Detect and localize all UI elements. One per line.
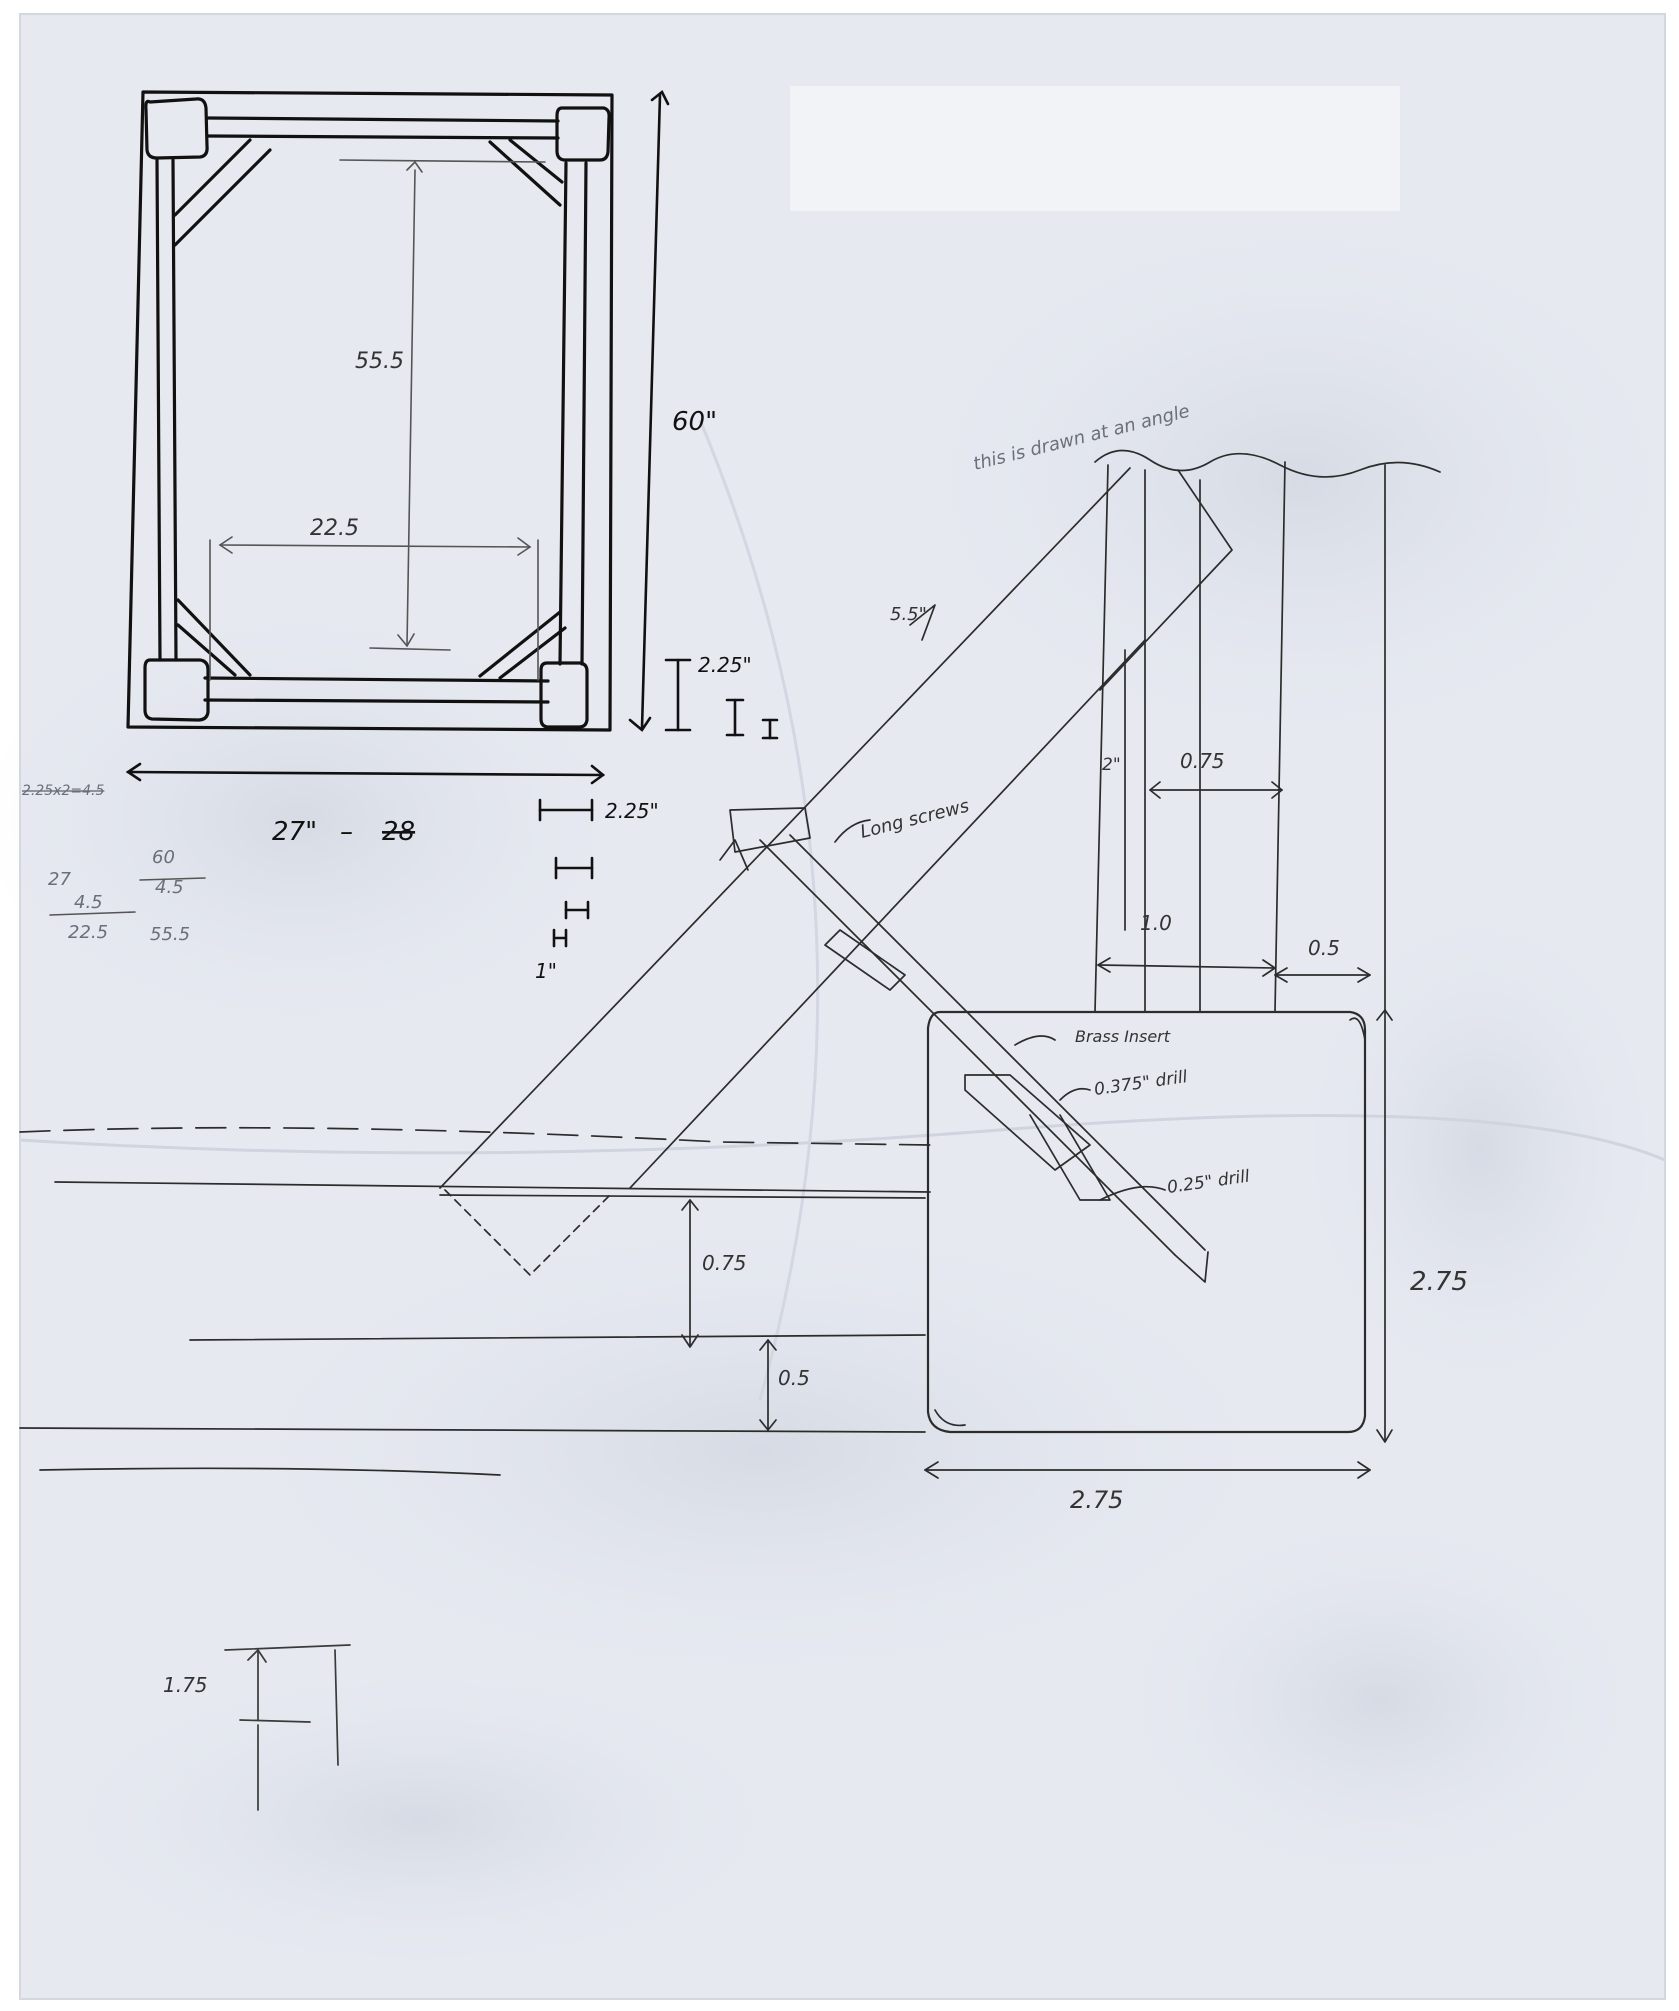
small-dim-label: 1" <box>535 959 557 983</box>
screw-depth-label: 2" <box>1102 755 1121 775</box>
post-width-label: 2.25" <box>605 799 659 823</box>
post-size-label: 2.25" <box>698 653 752 677</box>
outer-width-label: 27" <box>272 817 317 847</box>
inner-width-label: 22.5 <box>310 516 359 541</box>
frame-plan-dimensions <box>125 89 779 948</box>
calc-a-3: 22.5 <box>68 922 108 943</box>
rail-thickness-label: 0.75 <box>1180 749 1225 773</box>
offset-2-label: 0.5 <box>1308 936 1340 960</box>
brass-insert-label: Brass Insert <box>1075 1027 1171 1046</box>
corner-post-bl <box>143 658 210 722</box>
inner-length-label: 55.5 <box>355 349 404 374</box>
paper-background <box>0 13 1679 2000</box>
calc-a-1: 27 <box>48 869 71 890</box>
post-width-bottom-label: 2.75 <box>1070 1486 1123 1514</box>
calc-b-2: 4.5 <box>155 877 184 898</box>
calc-b-1: 60 <box>152 847 175 868</box>
outer-length-label: 60" <box>672 407 717 437</box>
corner-dim-label: 1.75 <box>163 1673 208 1697</box>
rail-height-label: 0.75 <box>702 1251 747 1275</box>
frame-plan-sketch <box>126 90 614 732</box>
frame-inner-dimensions <box>49 159 546 916</box>
corner-post-tr <box>555 106 611 162</box>
detail-sketch <box>19 449 1441 1479</box>
rail-gap-label: 0.5 <box>778 1366 810 1390</box>
corner-post-br <box>539 661 589 729</box>
offset-1-label: 1.0 <box>1140 911 1172 935</box>
post-height-label: 2.75 <box>1410 1267 1468 1297</box>
frame-outer-outline <box>126 90 614 732</box>
corner-post-tl <box>144 97 209 160</box>
calc-b-3: 55.5 <box>150 924 190 945</box>
dash-separator: – <box>340 817 353 847</box>
margin-calc-struck: 2.25x2=4.5 <box>22 783 104 799</box>
post-cross-section <box>926 1010 1367 1434</box>
calc-a-2: 4.5 <box>74 892 103 913</box>
outer-width-struck: 28 <box>382 817 415 847</box>
brace-width-label: 5.5" <box>890 604 927 625</box>
corner-sketch <box>224 1644 351 1811</box>
